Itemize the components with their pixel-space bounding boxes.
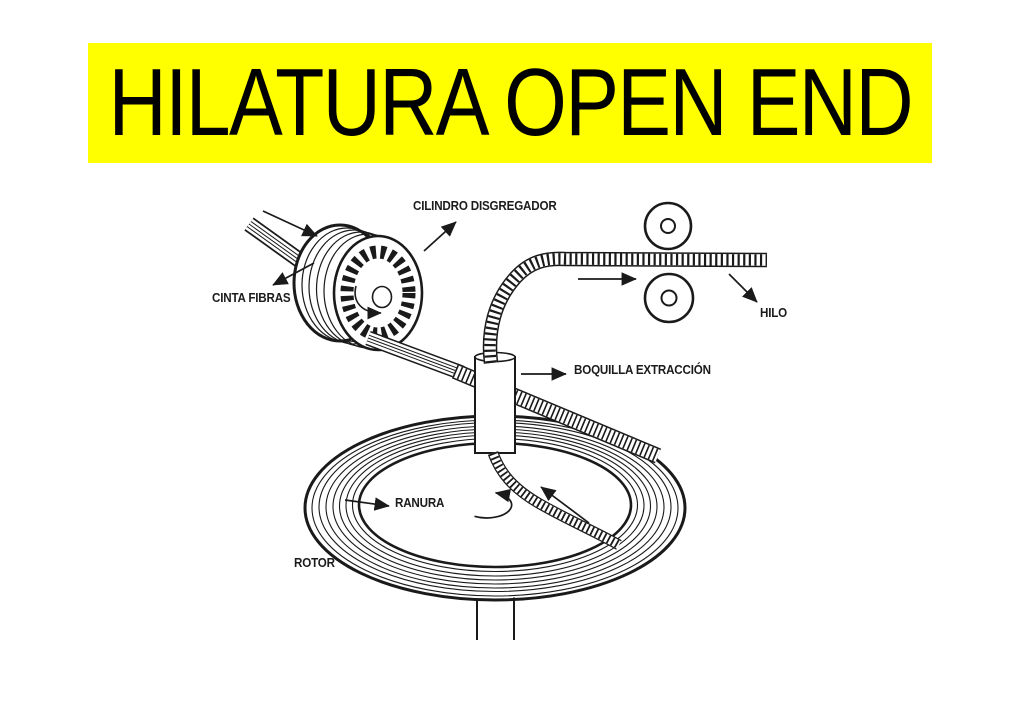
- ranura-arrow: [344, 497, 390, 511]
- extraction-tube-drawing: [474, 351, 516, 454]
- delivery-rollers-drawing: [643, 201, 695, 324]
- cilindro-arrow: [423, 221, 457, 252]
- label-boquilla-extraccion: BOQUILLA EXTRACCIÓN: [574, 363, 711, 377]
- label-cinta-fibras: CINTA FIBRAS: [212, 291, 291, 305]
- cinta-fibras-arrow: [272, 262, 315, 286]
- title-banner: HILATURA OPEN END: [88, 43, 932, 163]
- yarn-rope-drawing: [482, 251, 768, 364]
- label-rotor: ROTOR: [294, 556, 335, 570]
- sliver-in-arrow: [262, 210, 318, 237]
- label-cilindro-disgregador: CILINDRO DISGREGADOR: [413, 199, 557, 213]
- label-ranura: RANURA: [395, 496, 445, 510]
- slide-title: HILATURA OPEN END: [108, 49, 913, 156]
- label-hilo: HILO: [760, 306, 788, 320]
- rotor-spin-arrow: [474, 488, 513, 519]
- fiber-flow-arrow: [540, 486, 590, 524]
- shaft-drawing: [476, 597, 515, 640]
- combing-cylinder-drawing: [292, 223, 424, 352]
- rotor-drawing: [303, 414, 687, 602]
- annotation-arrows: [262, 210, 758, 524]
- rotor-yarn-drawing: [487, 450, 622, 550]
- hilo-arrow: [728, 273, 758, 303]
